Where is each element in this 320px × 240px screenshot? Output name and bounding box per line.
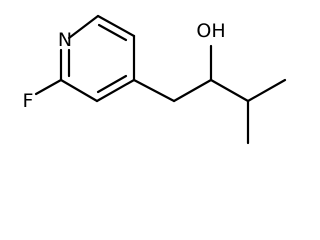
fluorine-label: F [23,90,34,112]
nitrogen-label: N [58,29,72,51]
bond-c5-c6-inner [96,74,128,94]
bond-c3-c4 [96,14,136,38]
bond-c3-c4-inner [97,23,128,42]
chemical-structure: N F OH [23,14,287,145]
bond-c1-f [34,78,63,96]
bond-ring-ch2 [132,78,176,103]
pyridine-ring [59,14,136,103]
bond-c6-c1 [59,78,99,103]
bond-ch-ch3-top [246,78,287,103]
bond-choh-ch [209,78,250,103]
bond-c5-c6 [95,78,136,103]
bond-ch2-choh [172,78,213,103]
bond-n-c3 [67,14,100,40]
hydroxyl-label: OH [196,20,225,42]
side-chain [132,44,287,145]
